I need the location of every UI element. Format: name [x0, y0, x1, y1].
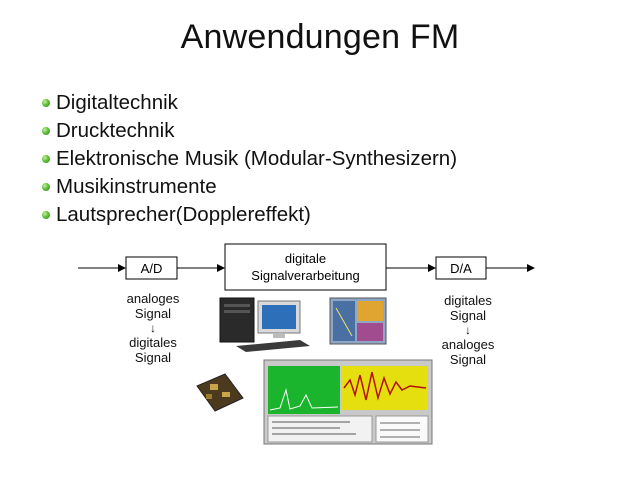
da-caption-to-line2: Signal — [449, 352, 487, 367]
down-arrow-icon: ↓ — [465, 323, 471, 337]
bullet-item: Drucktechnik — [42, 117, 457, 145]
da-caption-from-line2: Signal — [449, 308, 487, 323]
da-caption-from-line1: digitales — [444, 293, 492, 308]
bullet-item: Digitaltechnik — [42, 89, 457, 117]
dsp-label-line1: digitale — [285, 251, 326, 266]
bullet-icon — [42, 211, 50, 219]
circuit-board-icon — [196, 373, 244, 412]
dsp-box — [224, 243, 387, 291]
bullet-icon — [42, 155, 50, 163]
da-conversion-caption: digitales Signal ↓ analoges Signal — [428, 293, 508, 367]
ad-converter-label: A/D — [141, 261, 163, 276]
bullet-icon — [42, 183, 50, 191]
down-arrow-icon: ↓ — [150, 321, 156, 335]
bullet-item: Elektronische Musik (Modular-Synthesizer… — [42, 145, 457, 173]
ad-converter-box — [125, 256, 178, 280]
bullet-label: Drucktechnik — [56, 119, 175, 142]
ad-caption-to-line2: Signal — [134, 350, 172, 365]
bullet-item: Musikinstrumente — [42, 173, 457, 201]
bullet-list: Digitaltechnik Drucktechnik Elektronisch… — [42, 89, 457, 229]
bullet-icon — [42, 99, 50, 107]
da-converter-label: D/A — [450, 261, 472, 276]
da-converter-box — [435, 256, 487, 280]
desktop-computer-icon — [219, 297, 310, 352]
ad-caption-from-line2: Signal — [134, 306, 172, 321]
bullet-item: Lautsprecher(Dopplereffekt) — [42, 201, 457, 229]
slide-title: Anwendungen FM — [180, 18, 460, 56]
bullet-label: Lautsprecher(Dopplereffekt) — [56, 203, 311, 226]
ad-caption-from-line1: analoges — [126, 291, 180, 306]
bullet-label: Digitaltechnik — [56, 91, 178, 114]
signal-analyzer-screenshot — [263, 359, 433, 445]
audio-software-screenshot — [329, 297, 387, 345]
bullet-label: Elektronische Musik (Modular-Synthesizer… — [56, 147, 458, 170]
bullet-label: Musikinstrumente — [56, 175, 217, 198]
dsp-label-line2: Signalverarbeitung — [251, 268, 359, 283]
da-caption-to-line1: analoges — [441, 337, 495, 352]
bullet-icon — [42, 127, 50, 135]
ad-caption-to-line1: digitales — [129, 335, 177, 350]
ad-conversion-caption: analoges Signal ↓ digitales Signal — [113, 291, 193, 365]
